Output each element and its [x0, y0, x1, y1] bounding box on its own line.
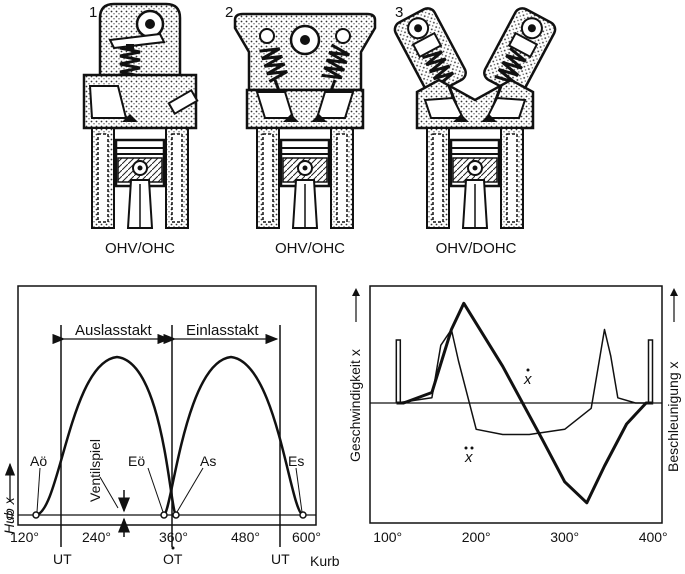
- bottom-label-ut-1: UT: [53, 551, 72, 567]
- va-x-tick-200: 200°: [462, 529, 491, 545]
- stroke-label-intake: Einlasstakt: [186, 322, 259, 339]
- engine-3-caption: OHV/DOHC: [435, 240, 517, 257]
- lift-x-tick-120: 120°: [10, 529, 39, 545]
- event-point-ao: [32, 511, 40, 519]
- event-point-as: [172, 511, 180, 519]
- va-series-group: [395, 301, 654, 505]
- lift-y-tick-0: 0: [6, 508, 13, 523]
- engine-3-ohv-dohc: [393, 7, 557, 230]
- lift-x-tick-600: 600°: [292, 529, 321, 545]
- exhaust-lift-curve: [35, 355, 178, 517]
- va-ylabel-left: Geschwindigkeit x: [347, 349, 363, 462]
- engine-2-caption: OHV/OHC: [274, 240, 345, 257]
- lift-x-tick-360: 360°: [159, 529, 188, 545]
- engine-1-number: 1: [89, 4, 98, 21]
- engine-1-caption: OHV/OHC: [104, 240, 175, 257]
- spike-left: [395, 339, 402, 403]
- engine-3-number: 3: [395, 4, 404, 21]
- event-label-ao: Aö: [30, 453, 47, 469]
- velocity-acceleration-chart: 100° 200° 300° 400° Geschwindigkeit x Be…: [347, 285, 681, 545]
- velocity-line: [396, 301, 654, 505]
- event-point-eo: [160, 511, 168, 519]
- stroke-label-exhaust: Auslasstakt: [75, 322, 153, 339]
- engine-2-ohv-ohc: [233, 12, 377, 230]
- event-label-as: As: [200, 453, 216, 469]
- series-label-velocity: x: [523, 371, 532, 388]
- va-x-tick-400: 400°: [639, 529, 668, 545]
- engine-2-number: 2: [225, 4, 234, 21]
- va-frame: [369, 285, 663, 524]
- valve-clearance-label: Ventilspiel: [87, 439, 103, 502]
- lift-diagram: Hub x Auslasstakt Einlasstakt Aö Eö As E…: [1, 285, 340, 569]
- va-x-tick-300: 300°: [550, 529, 579, 545]
- series-label-acceleration: x: [464, 449, 473, 466]
- event-label-es: Es: [288, 453, 304, 469]
- va-ylabel-right: Beschleunigung x: [665, 361, 681, 472]
- spike-right: [647, 339, 654, 403]
- bottom-label-ut-2: UT: [271, 551, 290, 567]
- acceleration-line: [396, 328, 652, 436]
- lift-ylabel: Hub x: [1, 496, 17, 534]
- event-label-eo: Eö: [128, 453, 145, 469]
- intake-lift-curve: [162, 355, 304, 517]
- va-x-tick-100: 100°: [373, 529, 402, 545]
- engine-1-ohv-ohc: [82, 2, 199, 230]
- engine-illustrations: [82, 2, 557, 230]
- lift-x-tick-480: 480°: [231, 529, 260, 545]
- lift-frame: [17, 285, 317, 526]
- event-point-es: [299, 511, 307, 519]
- kurbelwinkel-label: Kurbelwinkel: [310, 553, 340, 569]
- bottom-label-ot: OT: [163, 551, 183, 567]
- lift-x-tick-240: 240°: [82, 529, 111, 545]
